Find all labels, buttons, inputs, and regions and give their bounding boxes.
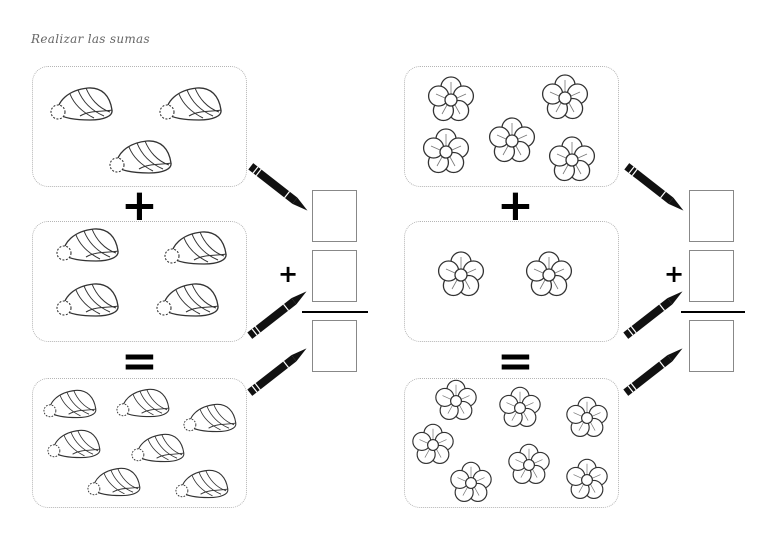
exercise-2-sum-line [681, 311, 745, 313]
flower-icon [499, 386, 541, 428]
exercise-2-plus-sign: + [497, 180, 534, 231]
flower-icon [548, 136, 596, 182]
crayon-arrow-icon [247, 162, 311, 215]
hat-icon [87, 467, 141, 497]
hat-icon [159, 87, 222, 121]
exercise-2-addend-1-panel [404, 66, 619, 187]
exercise-2-answer-box-addend-1[interactable] [689, 190, 734, 242]
flower-icon [566, 458, 608, 500]
flower-icon [427, 76, 475, 122]
exercise-2-answer-box-sum[interactable] [689, 320, 734, 372]
crayon-arrow-icon [622, 287, 686, 340]
hat-icon [56, 283, 119, 317]
flower-icon [525, 251, 573, 297]
exercise-1-answer-box-addend-1[interactable] [312, 190, 357, 242]
hat-icon [156, 283, 219, 317]
hat-icon [164, 231, 227, 265]
flower-icon [508, 443, 550, 485]
exercise-1-sum-panel [32, 378, 247, 508]
exercise-2-sum-panel [404, 378, 619, 508]
hat-icon [116, 388, 170, 418]
exercise-2-addend-2-panel [404, 221, 619, 342]
exercise-2-column-plus: + [664, 260, 685, 288]
exercise-1-answer-box-sum[interactable] [312, 320, 357, 372]
flower-icon [450, 461, 492, 503]
hat-icon [131, 433, 185, 463]
flower-icon [541, 74, 589, 120]
crayon-arrow-icon [246, 287, 310, 340]
exercise-2-equals-sign: = [497, 336, 534, 387]
exercise-1-column-plus: + [278, 260, 299, 288]
exercise-1-answer-box-addend-2[interactable] [312, 250, 357, 302]
crayon-arrow-icon [622, 344, 686, 397]
hat-icon [175, 469, 229, 499]
exercise-1-addend-1-panel [32, 66, 247, 187]
exercise-1-sum-line [302, 311, 368, 313]
worksheet-instruction: Realizar las sumas [31, 32, 150, 46]
flower-icon [412, 423, 454, 465]
crayon-arrow-icon [246, 344, 310, 397]
exercise-1-addend-2-panel [32, 221, 247, 342]
hat-icon [43, 389, 97, 419]
hat-icon [56, 228, 119, 262]
hat-icon [183, 403, 237, 433]
exercise-1-plus-sign: + [121, 180, 158, 231]
flower-icon [566, 396, 608, 438]
flower-icon [422, 128, 470, 174]
flower-icon [435, 379, 477, 421]
crayon-arrow-icon [623, 162, 687, 215]
flower-icon [488, 117, 536, 163]
hat-icon [109, 140, 172, 174]
hat-icon [50, 87, 113, 121]
flower-icon [437, 251, 485, 297]
hat-icon [47, 429, 101, 459]
exercise-1-equals-sign: = [121, 336, 158, 387]
exercise-2-answer-box-addend-2[interactable] [689, 250, 734, 302]
